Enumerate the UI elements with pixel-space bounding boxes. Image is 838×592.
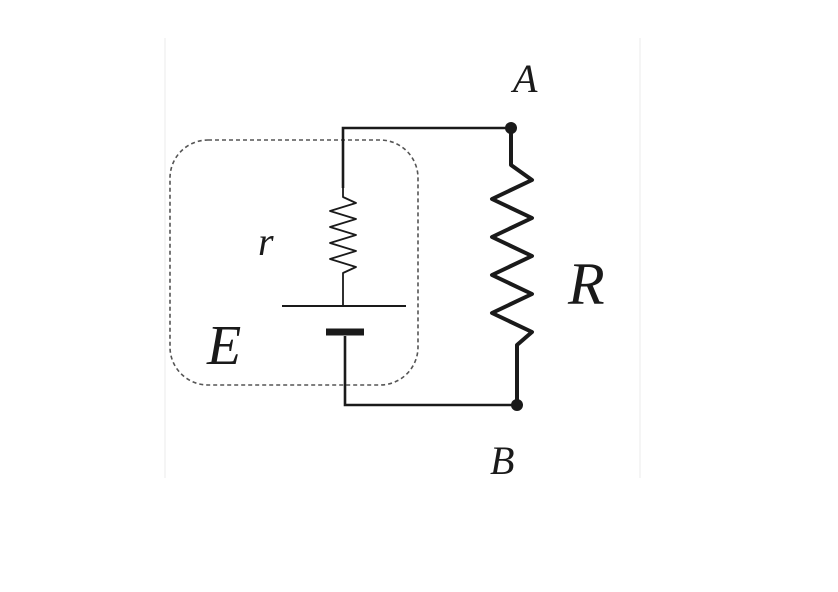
label-R: R bbox=[567, 251, 605, 317]
label-b: B bbox=[490, 438, 514, 483]
external-resistor-R bbox=[490, 128, 534, 405]
label-a: A bbox=[510, 56, 538, 101]
terminal-b-dot bbox=[511, 399, 523, 411]
label-E: E bbox=[206, 315, 241, 377]
bottom-wire bbox=[343, 336, 517, 407]
terminal-a-dot bbox=[505, 122, 517, 134]
label-r: r bbox=[258, 219, 274, 264]
battery-dashed-box bbox=[169, 139, 419, 386]
top-wire bbox=[341, 126, 512, 188]
internal-resistor-r bbox=[329, 188, 357, 305]
